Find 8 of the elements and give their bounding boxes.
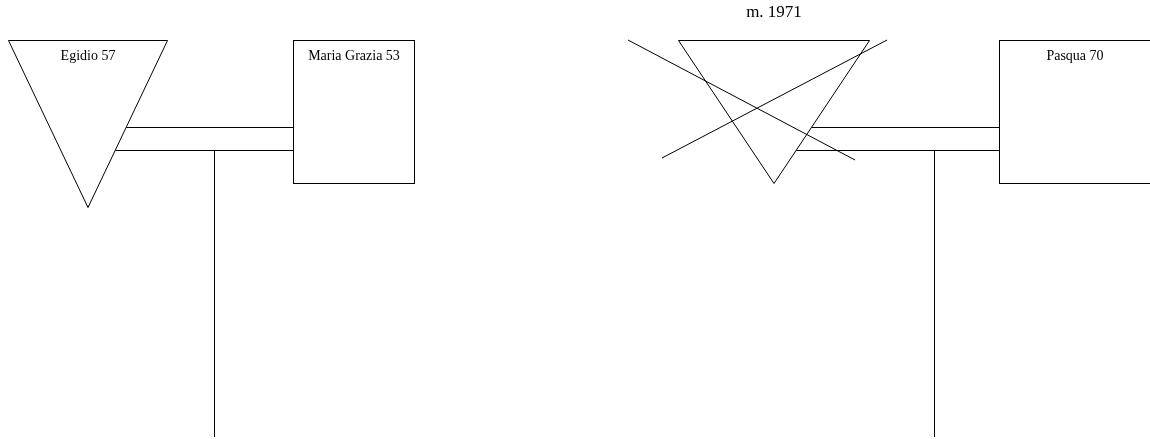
person-label: Pasqua 70 [1045,48,1105,64]
marriage-line [795,150,1000,151]
person-label: Egidio 57 [59,48,117,64]
person-label: Maria Grazia 53 [307,48,401,64]
marriage-line [114,150,294,151]
marriage-line [811,127,1000,128]
marriage-year-label: m. 1971 [746,2,802,22]
marriage-line [125,127,294,128]
